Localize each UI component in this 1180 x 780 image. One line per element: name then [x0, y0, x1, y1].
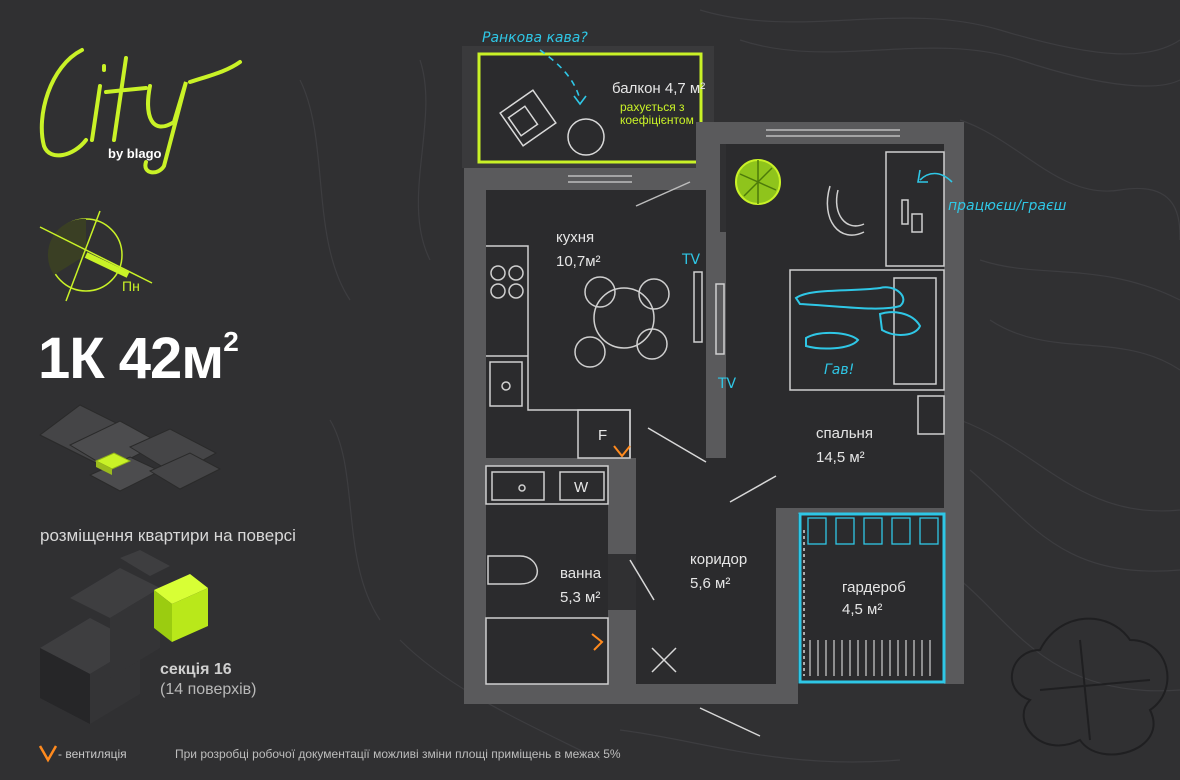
tv-label-2: TV: [717, 376, 737, 392]
tree-icon: [1011, 617, 1169, 756]
balcony-outline: [477, 52, 703, 164]
balcony-note-1: рахується з: [620, 100, 685, 114]
city-logo: [39, 48, 242, 175]
corridor-floor: [636, 458, 776, 684]
apartment-area-power: 2: [223, 326, 239, 357]
apartment-area: 42м: [118, 326, 224, 391]
corridor-area: 5,6 м²: [690, 575, 730, 592]
doors: [629, 427, 805, 737]
sleeping-figures-icon: [794, 286, 922, 350]
bathroom-fixtures: [485, 465, 609, 685]
tv-units: [693, 271, 725, 355]
annotation-arrows: [539, 49, 953, 183]
apartment-type: 1К 42м2: [38, 328, 239, 388]
section-floors: (14 поверхів): [160, 681, 257, 698]
compass-label: Пн: [122, 278, 140, 294]
floor-caption: розміщення квартири на поверсі: [40, 526, 296, 545]
kitchen-floor: [486, 190, 706, 458]
washer-label: W: [574, 479, 589, 496]
section-name: секція 16: [160, 661, 232, 678]
desk: [826, 151, 945, 267]
kitchen-area: 10,7м²: [556, 253, 601, 270]
compass-icon: Пн: [39, 210, 153, 302]
kitchen-name: кухня: [556, 229, 594, 246]
bedroom-name: спальня: [816, 425, 873, 442]
wardrobe-area: 4,5 м²: [842, 601, 882, 618]
apartment-rooms: 1К: [38, 326, 105, 391]
balcony-note-2: коефіцієнтом: [620, 113, 694, 127]
bedroom-area: 14,5 м²: [816, 449, 865, 466]
room-floors: [486, 144, 944, 684]
wardrobe-name: гардероб: [842, 579, 906, 596]
topo-lines: [299, 9, 1180, 763]
work-annotation: працюєш/граєш: [948, 198, 1067, 214]
bathroom-floor: [486, 466, 608, 684]
kitchen-counter: [486, 245, 631, 459]
ventilation-legend-label: - вентиляція: [58, 747, 127, 761]
windows: [568, 129, 900, 207]
dog-annotation: Гав!: [824, 362, 854, 378]
walls: [464, 122, 964, 704]
bathroom-name: ванна: [560, 565, 602, 582]
ventilation-legend-icon: [38, 745, 58, 763]
dining-table: [574, 276, 670, 368]
ventilation-icon: [591, 445, 631, 651]
area-disclaimer: При розробці робочої документації можлив…: [175, 747, 621, 761]
bathroom-area: 5,3 м²: [560, 589, 600, 606]
logo-byline: by blago: [108, 146, 162, 161]
coffee-annotation: Ранкова кава?: [482, 30, 588, 46]
corridor-name: коридор: [690, 551, 747, 568]
floor-placement-map: [39, 404, 222, 492]
plant-icon: [735, 159, 781, 205]
tv-label-1: TV: [681, 252, 701, 268]
fridge-label: F: [598, 427, 607, 444]
wardrobe: [798, 512, 946, 684]
bed: [789, 269, 945, 435]
balcony-name: балкон 4,7 м²: [612, 80, 705, 97]
balcony-chair: [499, 89, 605, 156]
building-section-map: [40, 550, 208, 724]
